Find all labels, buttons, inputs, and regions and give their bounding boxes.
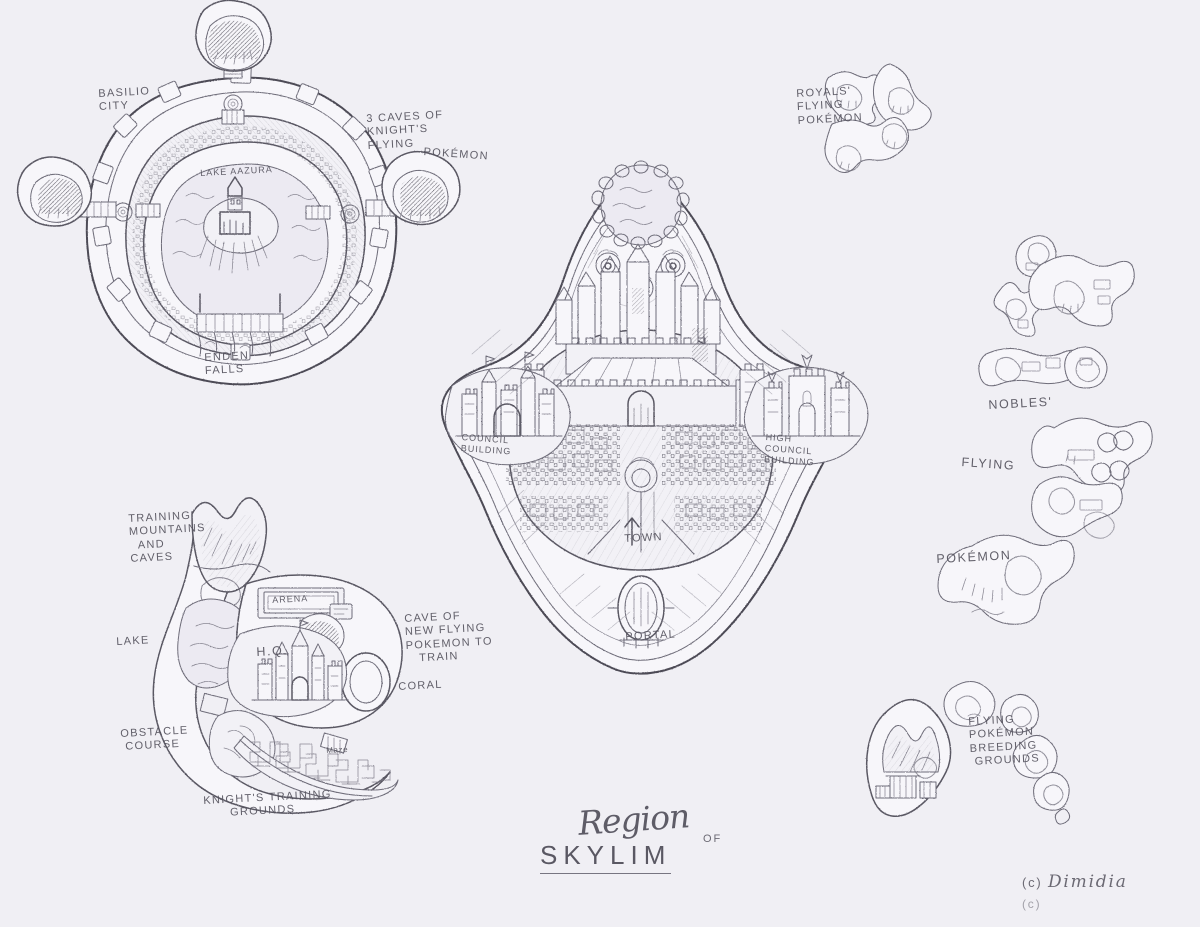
royals-islands [824, 63, 932, 173]
knight-caves-west [16, 156, 93, 227]
knights-training-grounds [152, 497, 403, 814]
arena-hq-island [227, 574, 403, 729]
title-script-word: Region [576, 796, 691, 843]
copyright-second-mark: (c) [1022, 897, 1042, 911]
knight-caves-north [195, 0, 272, 72]
copyright-mark: (c) [1022, 875, 1043, 890]
page-title: SKYLIM [540, 840, 672, 874]
arena [257, 587, 345, 619]
hq [227, 619, 349, 718]
maze [233, 735, 399, 801]
training-mountains [191, 497, 271, 609]
basilio-city-island [79, 41, 407, 386]
artist-name: Dimidia [1047, 872, 1128, 892]
enden-falls-bridge [196, 313, 284, 333]
town-arrow [624, 517, 640, 546]
council-building [444, 351, 571, 466]
breeding-village [875, 775, 937, 799]
town [506, 424, 776, 555]
breeding-grounds [865, 681, 1071, 825]
copyright-block: (c) Dimidia (c) [1022, 872, 1128, 911]
lake-azura-castle [199, 176, 279, 274]
stone-circle-lake [591, 160, 690, 250]
nobles-islands [937, 235, 1153, 625]
title-of-word: OF [703, 833, 723, 845]
enden-falls [197, 293, 281, 357]
portal [607, 575, 675, 649]
map-title-block: Region OF SKYLIM [540, 796, 780, 880]
copyright-line: (c) Dimidia [1022, 872, 1128, 892]
knight-caves-east [381, 150, 461, 226]
high-council-building [743, 354, 869, 465]
central-island [440, 160, 869, 675]
